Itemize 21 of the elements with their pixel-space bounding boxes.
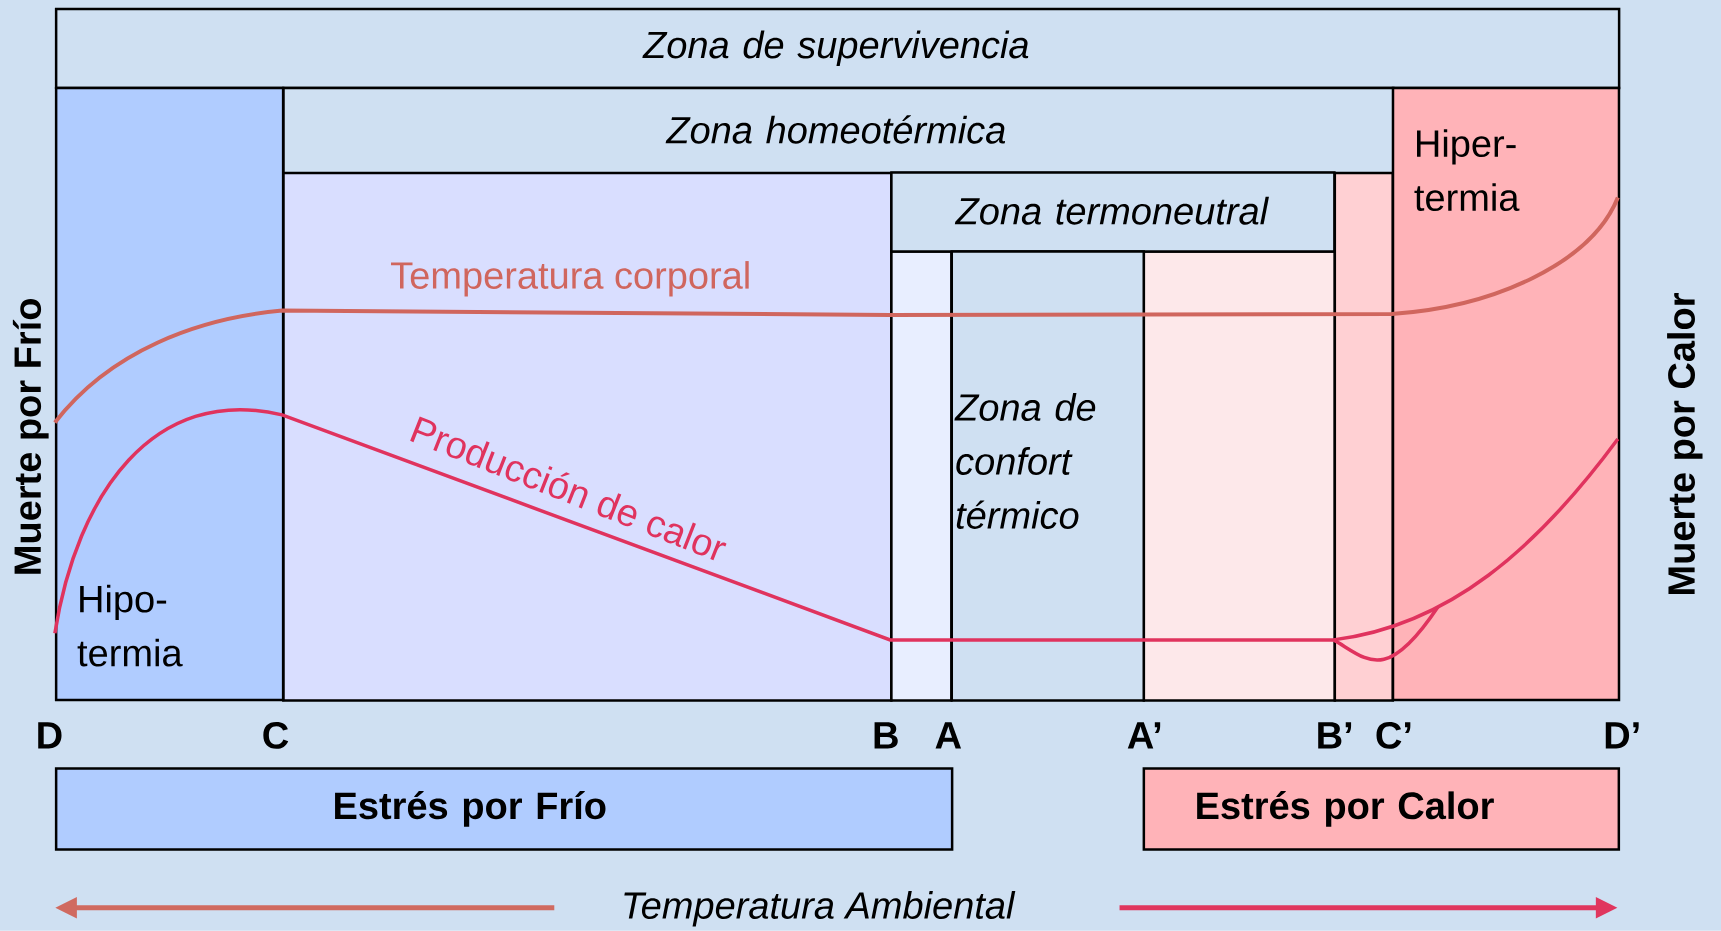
side-label: Muerte por Calor [1667,293,1703,595]
axis-letter: A’ [1127,722,1161,749]
zone-band [1142,250,1337,702]
axis-title: Temperatura Ambiental [624,891,1016,927]
axis-letter: B’ [1318,722,1352,749]
stress-box: Estrés por Frío [54,767,954,851]
zone-panel: Hiper- termia [1391,86,1621,702]
axis-letter: A [935,722,962,749]
zone-band [282,171,893,702]
zone-panel: Hipo- termia [54,86,285,702]
axis-letter: C’ [1376,722,1411,749]
stress-box: Estrés por Calor [1142,767,1621,851]
axis-letter: D’ [1605,722,1639,749]
curve-label: Temperatura corporal [391,261,749,297]
zone-band [890,250,953,702]
zone-band [1333,171,1395,702]
zone-box: Zona de supervivencia [54,7,1621,90]
zone-box: Zona termoneutral [890,171,1336,253]
axis-letter: D [38,722,62,749]
axis-letter: B [874,722,898,749]
axis-letter: C [263,722,289,749]
